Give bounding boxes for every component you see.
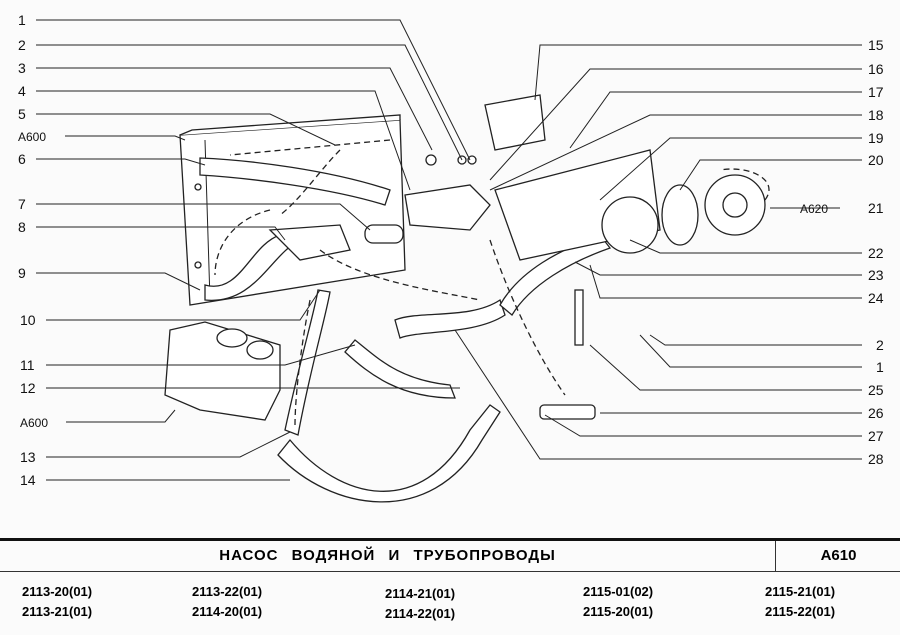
model-code: 2115-01(02) [583,584,654,599]
right-callouts: 15 16 17 18 19 20 A620 21 22 23 24 2 1 2… [800,37,884,467]
ref-label: A620 [800,202,828,216]
left-callouts: 1 2 3 4 5 A600 6 7 8 9 10 11 12 A600 13 … [18,12,48,488]
callout-label: 14 [20,472,36,488]
callout-label: 23 [868,267,884,283]
model-code: 2113-21(01) [22,604,93,619]
callout-label: 21 [868,200,884,216]
callout-label: 2 [18,37,26,53]
callout-label: 13 [20,449,36,465]
model-code: 2114-20(01) [192,604,263,619]
callout-label: 8 [18,219,26,235]
callout-label: 12 [20,380,36,396]
model-code: 2113-22(01) [192,584,263,599]
callout-label: 10 [20,312,36,328]
callout-label: 24 [868,290,884,306]
left-leaders [36,19,471,481]
model-code: 2115-20(01) [583,604,654,619]
callout-label: 5 [18,106,26,122]
model-code: 2114-22(01) [385,606,456,621]
callout-label: 20 [868,152,884,168]
callout-label: 1 [18,12,26,28]
hoses [199,157,612,503]
diagram-code: A610 [775,541,900,571]
callout-label: 11 [20,357,35,373]
callout-label: A600 [18,130,46,144]
model-code: 2113-20(01) [22,584,93,599]
title-band: НАСОС ВОДЯНОЙ И ТРУБОПРОВОДЫ A610 [0,538,900,572]
callout-label: 26 [868,405,884,421]
engine-parts [404,94,766,420]
callout-label: 3 [18,60,26,76]
exploded-diagram: 1 2 3 4 5 A600 6 7 8 9 10 11 12 A600 13 … [18,12,884,503]
callout-label: 25 [868,382,884,398]
callout-label: 27 [868,428,884,444]
model-code: 2114-21(01) [385,586,456,601]
callout-label: 22 [868,245,884,261]
callout-label: 15 [868,37,884,53]
callout-label: 17 [868,84,884,100]
model-code: 2115-21(01) [765,584,836,599]
callout-label: 19 [868,130,884,146]
right-leaders [454,44,862,460]
callout-label: A600 [20,416,48,430]
flow-arrows [214,139,770,426]
callout-label: 7 [18,196,26,212]
callout-label: 1 [876,359,884,375]
expansion-tank [164,321,281,421]
callout-label: 18 [868,107,884,123]
radiator [179,114,406,306]
callout-label: 2 [876,337,884,353]
callout-label: 4 [18,83,26,99]
callout-label: 16 [868,61,884,77]
callout-label: 6 [18,151,26,167]
callout-label: 28 [868,451,884,467]
model-code: 2115-22(01) [765,604,836,619]
callout-label: 9 [18,265,26,281]
diagram-title: НАСОС ВОДЯНОЙ И ТРУБОПРОВОДЫ [219,547,556,564]
